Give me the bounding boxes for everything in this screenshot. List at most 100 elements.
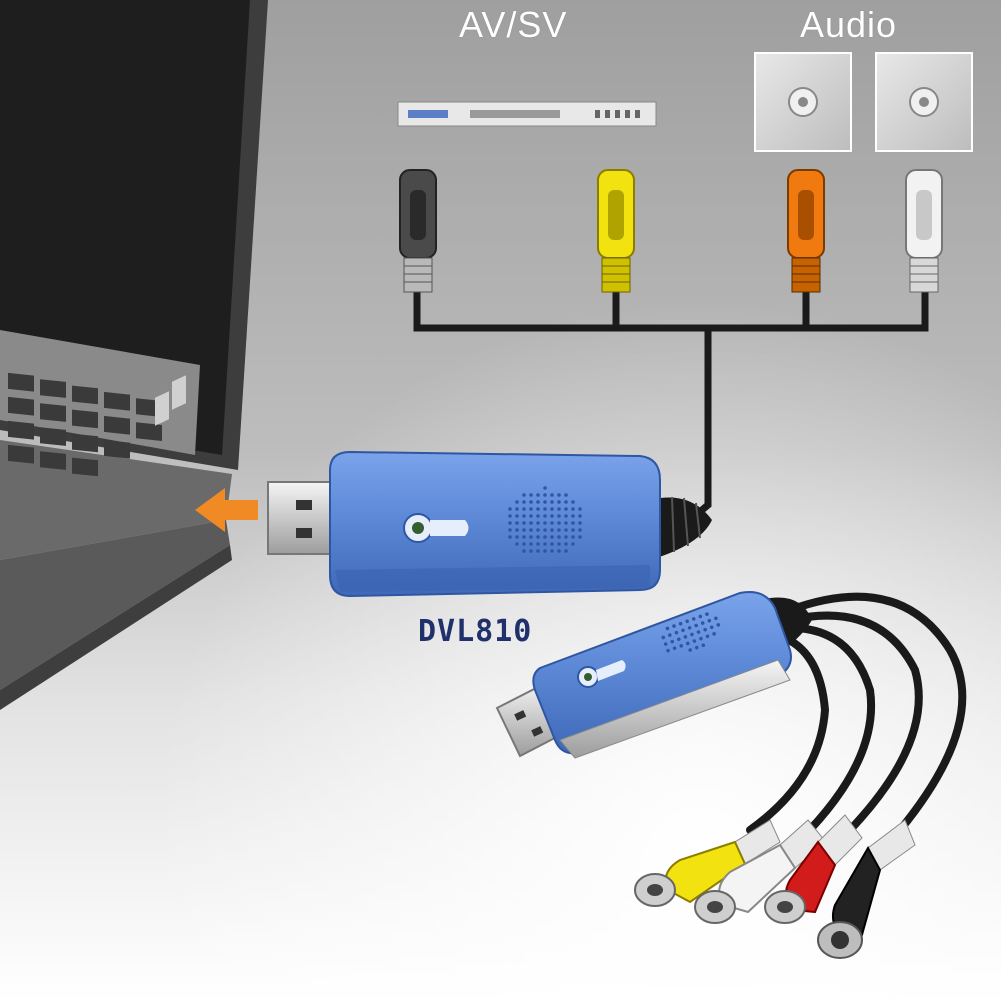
vent-dot <box>515 528 519 532</box>
vent-dot <box>550 521 554 525</box>
rca-connector-icon <box>597 169 635 293</box>
rca-connector-icon <box>787 169 825 293</box>
vent-dot <box>543 507 547 511</box>
vent-dot <box>522 542 526 546</box>
s-video-connector-icon <box>399 169 437 293</box>
vent-dot <box>557 549 561 553</box>
rca-connector-icon <box>905 169 943 293</box>
vent-dot <box>529 528 533 532</box>
vent-dot <box>681 628 685 633</box>
vent-dot <box>522 507 526 511</box>
audio-jack-icon <box>754 52 852 152</box>
vent-dot <box>678 621 683 626</box>
vent-dot <box>543 493 547 497</box>
vent-dot <box>557 514 561 518</box>
vent-dot <box>550 528 554 532</box>
vent-dot <box>536 493 540 497</box>
vent-dot <box>508 535 512 539</box>
vent-dot <box>557 507 561 511</box>
vent-dot <box>677 637 681 642</box>
vent-dot <box>543 535 547 539</box>
vent-dot <box>709 625 714 630</box>
s-video-connector-icon <box>817 819 916 959</box>
vent-dot <box>578 521 582 525</box>
vent-dot <box>522 514 526 518</box>
vent-dot <box>515 542 519 546</box>
vent-dot <box>670 639 675 644</box>
vent-dot <box>536 521 540 525</box>
vent-dot <box>578 514 582 518</box>
vent-dot <box>536 514 540 518</box>
laptop-icon <box>0 0 268 710</box>
vent-dot <box>550 549 554 553</box>
vent-dot <box>543 542 547 546</box>
av-sv-label: AV/SV <box>459 4 568 45</box>
vent-dot <box>508 521 512 525</box>
vent-dot <box>578 507 582 511</box>
vent-dot <box>666 648 670 653</box>
vent-dot <box>543 521 547 525</box>
vent-dot <box>679 644 684 648</box>
vent-dot <box>508 514 512 518</box>
vent-dot <box>564 507 568 511</box>
vent-dot <box>661 635 666 640</box>
vent-dot <box>529 542 533 546</box>
vent-dot <box>712 632 716 636</box>
vent-dot <box>543 528 547 532</box>
vent-dot <box>571 521 575 525</box>
vent-dot <box>522 521 526 525</box>
vent-dot <box>571 542 575 546</box>
vent-dot <box>557 493 561 497</box>
vent-dot <box>692 639 697 643</box>
capture-device-icon <box>267 450 712 598</box>
vent-dot <box>698 614 703 619</box>
vent-dot <box>699 636 703 641</box>
vent-dot <box>529 521 533 525</box>
vent-dot <box>707 618 712 623</box>
vent-dot <box>700 621 705 625</box>
vent-dot <box>685 641 690 646</box>
vent-dot <box>705 612 709 616</box>
vent-dot <box>564 542 568 546</box>
vent-dot <box>515 507 519 511</box>
vent-dot <box>522 535 526 539</box>
vent-dot <box>564 535 568 539</box>
vent-dot <box>690 632 694 637</box>
vent-dot <box>571 528 575 532</box>
vent-dot <box>716 623 721 627</box>
vent-dot <box>668 633 672 637</box>
vent-dot <box>515 535 519 539</box>
vent-dot <box>536 528 540 532</box>
vent-dot <box>557 500 561 504</box>
vent-dot <box>701 643 706 648</box>
vent-dot <box>578 535 582 539</box>
vent-dot <box>685 619 689 624</box>
vent-dot <box>515 521 519 525</box>
vent-dot <box>571 500 575 504</box>
vent-dot <box>688 648 692 652</box>
vent-dot <box>557 535 561 539</box>
vent-dot <box>705 634 710 639</box>
vent-dot <box>543 549 547 553</box>
vent-dot <box>564 549 568 553</box>
vent-dot <box>564 514 568 518</box>
vent-dot <box>522 549 526 553</box>
vent-dot <box>694 623 698 628</box>
vent-dot <box>529 500 533 504</box>
vent-dot <box>691 617 696 621</box>
vent-dot <box>571 507 575 511</box>
rca-connector-icon <box>764 814 863 924</box>
vent-dot <box>550 493 554 497</box>
model-label: DVL810 <box>418 614 533 649</box>
usb-plug-icon <box>267 481 341 555</box>
capture-device-icon <box>495 591 967 959</box>
vent-dot <box>536 542 540 546</box>
vent-dot <box>696 630 701 634</box>
vent-dot <box>529 507 533 511</box>
vent-dot <box>683 635 688 639</box>
vent-dot <box>557 521 561 525</box>
arrow-left-icon <box>195 488 258 532</box>
vent-dot <box>536 500 540 504</box>
